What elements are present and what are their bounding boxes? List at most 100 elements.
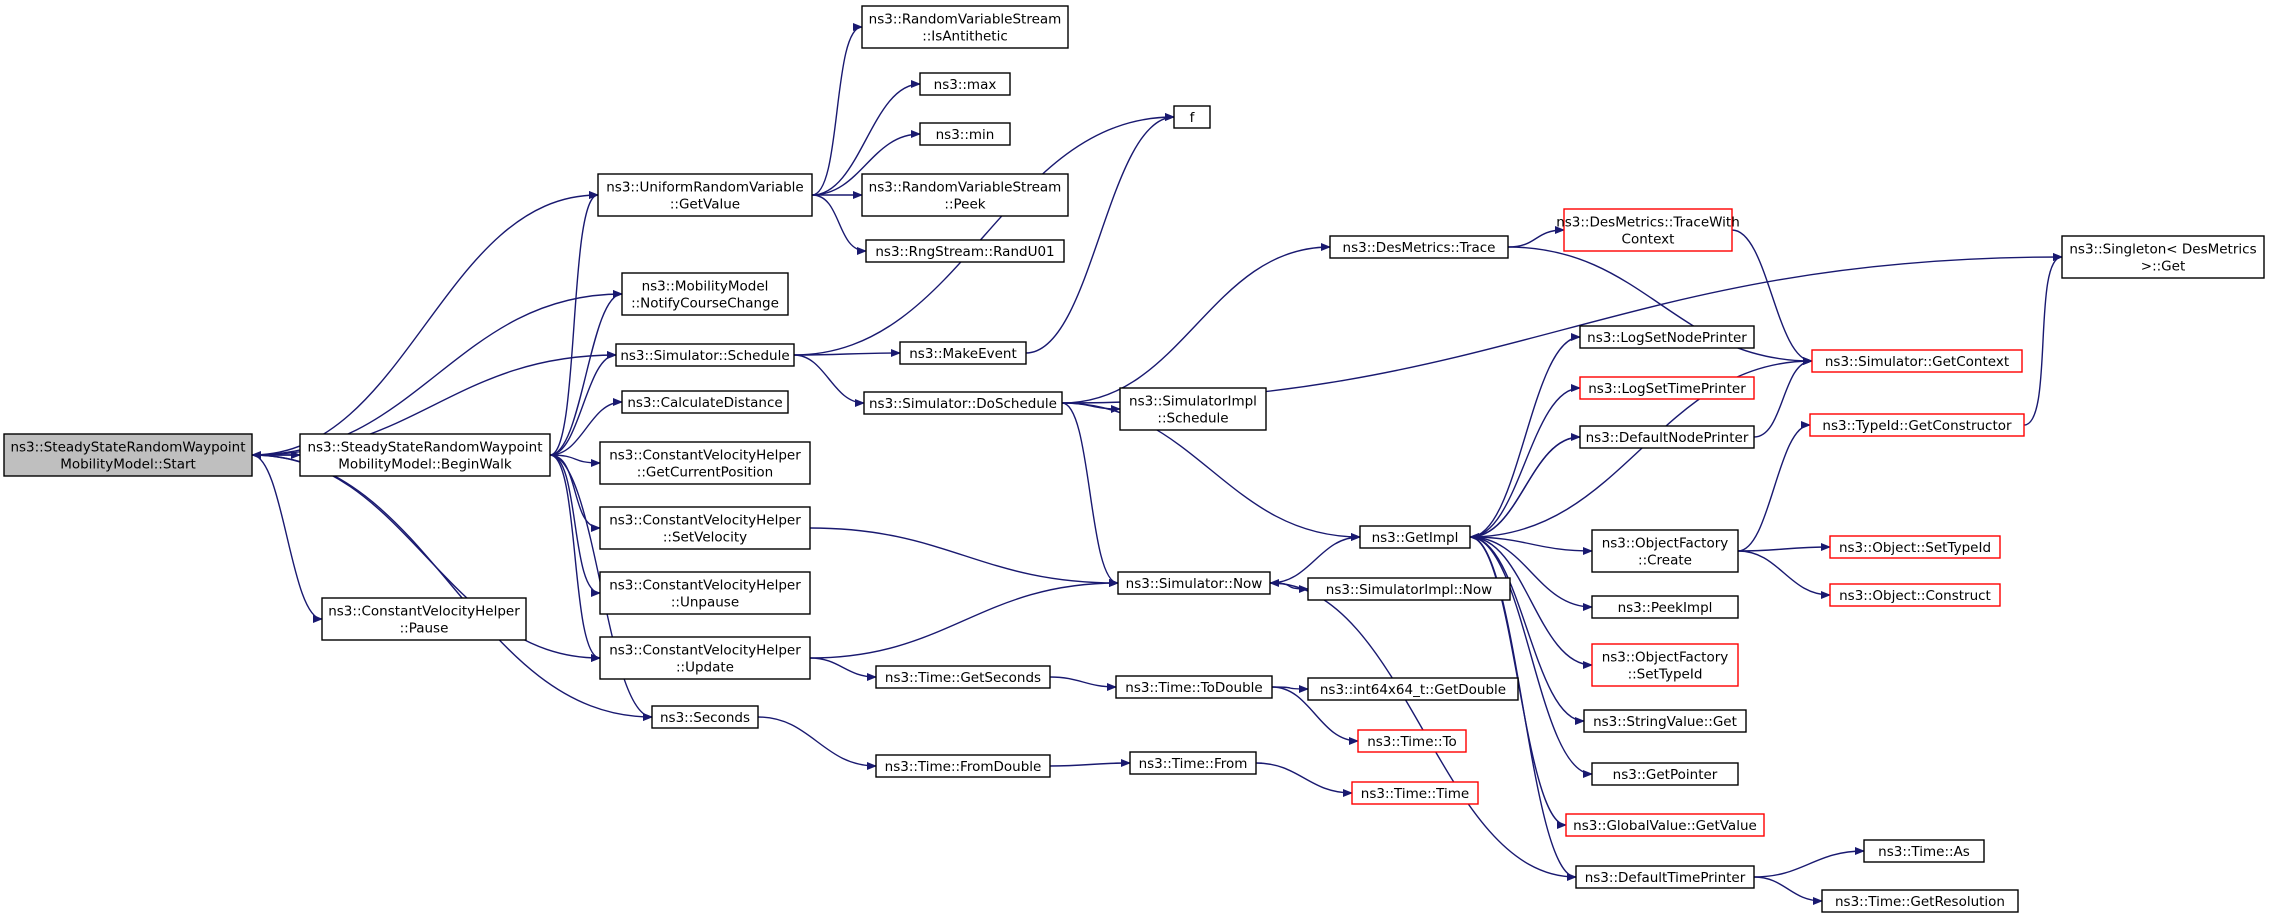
node-min[interactable]: ns3::min bbox=[919, 122, 1011, 146]
call-edge bbox=[1469, 436, 1581, 541]
node-label: ::GetCurrentPosition bbox=[637, 465, 773, 481]
edge-desmtrace-to-getctx bbox=[1507, 246, 1813, 365]
node-getpointer[interactable]: ns3::GetPointer bbox=[1591, 762, 1739, 786]
node-box bbox=[321, 597, 527, 641]
node-label: ns3::CalculateDistance bbox=[627, 395, 782, 411]
node-calcdist[interactable]: ns3::CalculateDistance bbox=[621, 390, 789, 414]
node-getres[interactable]: ns3::Time::GetResolution bbox=[1821, 889, 2019, 913]
node-box bbox=[1575, 865, 1755, 889]
node-label: ns3::Simulator::GetContext bbox=[1825, 354, 2009, 370]
node-peek[interactable]: ns3::RandomVariableStream::Peek bbox=[861, 173, 1069, 217]
node-beginwalk[interactable]: ns3::SteadyStateRandomWaypointMobilityMo… bbox=[299, 433, 551, 477]
node-deftime[interactable]: ns3::DefaultTimePrinter bbox=[1575, 865, 1755, 889]
node-label: ns3::LogSetTimePrinter bbox=[1588, 381, 1746, 397]
node-box bbox=[1809, 413, 2025, 437]
node-simimplnow[interactable]: ns3::SimulatorImpl::Now bbox=[1307, 577, 1511, 601]
node-todouble[interactable]: ns3::Time::ToDouble bbox=[1115, 675, 1273, 699]
node-unpause[interactable]: ns3::ConstantVelocityHelper::Unpause bbox=[599, 571, 811, 615]
node-box bbox=[863, 391, 1063, 415]
node-doschedule[interactable]: ns3::Simulator::DoSchedule bbox=[863, 391, 1063, 415]
node-getcurpos[interactable]: ns3::ConstantVelocityHelper::GetCurrentP… bbox=[599, 441, 811, 485]
node-label: ::Pause bbox=[400, 621, 449, 637]
edge-getimpl-to-lognode bbox=[1469, 333, 1581, 538]
node-label: ns3::MakeEvent bbox=[909, 346, 1017, 362]
node-from[interactable]: ns3::Time::From bbox=[1129, 751, 1257, 775]
node-singleton[interactable]: ns3::Singleton< DesMetrics>::Get bbox=[2061, 235, 2265, 279]
node-box bbox=[1117, 571, 1271, 595]
node-peekimpl[interactable]: ns3::PeekImpl bbox=[1591, 595, 1739, 619]
node-getctx[interactable]: ns3::Simulator::GetContext bbox=[1811, 349, 2023, 373]
node-timeas[interactable]: ns3::Time::As bbox=[1863, 839, 1985, 863]
node-desmtrace[interactable]: ns3::DesMetrics::Trace bbox=[1329, 235, 1509, 259]
edge-uniform-to-max bbox=[811, 80, 921, 196]
node-label: ::SetVelocity bbox=[663, 530, 747, 546]
node-max[interactable]: ns3::max bbox=[919, 72, 1011, 96]
call-edge bbox=[1753, 847, 1865, 878]
node-pause[interactable]: ns3::ConstantVelocityHelper::Pause bbox=[321, 597, 527, 641]
node-getimpl[interactable]: ns3::GetImpl bbox=[1359, 525, 1471, 549]
node-timeto[interactable]: ns3::Time::To bbox=[1357, 729, 1467, 753]
edge-beginwalk-to-update bbox=[549, 454, 601, 662]
edge-simnow-to-getimpl bbox=[1269, 533, 1361, 584]
node-simimplsched[interactable]: ns3::SimulatorImpl::Schedule bbox=[1119, 387, 1267, 431]
node-logtime[interactable]: ns3::LogSetTimePrinter bbox=[1579, 376, 1755, 400]
edge-getimpl-to-getpointer bbox=[1469, 536, 1593, 778]
node-label: ns3::MobilityModel bbox=[642, 279, 769, 295]
node-box bbox=[1821, 889, 2019, 913]
node-box bbox=[875, 665, 1051, 689]
node-simnow[interactable]: ns3::Simulator::Now bbox=[1117, 571, 1271, 595]
node-box bbox=[1359, 525, 1471, 549]
call-edge bbox=[1507, 246, 1813, 365]
edge-desmtrace-to-tracectx bbox=[1507, 226, 1565, 248]
call-edge bbox=[251, 290, 623, 456]
node-box bbox=[865, 239, 1065, 263]
call-edge bbox=[1469, 536, 1593, 669]
node-uniform[interactable]: ns3::UniformRandomVariable::GetValue bbox=[597, 173, 813, 217]
node-label: ns3::PeekImpl bbox=[1618, 600, 1713, 616]
node-start[interactable]: ns3::SteadyStateRandomWaypointMobilityMo… bbox=[3, 433, 253, 477]
node-objsettype[interactable]: ns3::Object::SetTypeId bbox=[1829, 535, 2001, 559]
edge-getimpl-to-deftime bbox=[1469, 536, 1577, 881]
edge-uniform-to-randu01 bbox=[811, 194, 867, 255]
node-getdouble[interactable]: ns3::int64x64_t::GetDouble bbox=[1307, 677, 1519, 701]
node-box bbox=[599, 441, 811, 485]
call-edge bbox=[1061, 243, 1331, 404]
node-lognode[interactable]: ns3::LogSetNodePrinter bbox=[1579, 325, 1755, 349]
node-f[interactable]: f bbox=[1173, 105, 1211, 129]
call-edge bbox=[1025, 113, 1175, 354]
node-notify[interactable]: ns3::MobilityModel::NotifyCourseChange bbox=[621, 272, 789, 316]
node-getctor[interactable]: ns3::TypeId::GetConstructor bbox=[1809, 413, 2025, 437]
edge-setvel-to-simnow bbox=[809, 527, 1119, 587]
node-ofcreate[interactable]: ns3::ObjectFactory::Create bbox=[1591, 529, 1739, 573]
call-edge bbox=[809, 527, 1119, 587]
call-edge bbox=[1469, 536, 1577, 881]
node-label: ns3::ConstantVelocityHelper bbox=[328, 604, 520, 620]
node-update[interactable]: ns3::ConstantVelocityHelper::Update bbox=[599, 636, 811, 680]
call-edge bbox=[1469, 333, 1581, 538]
node-isanti[interactable]: ns3::RandomVariableStream::IsAntithetic bbox=[861, 5, 1069, 49]
node-makeevent[interactable]: ns3::MakeEvent bbox=[899, 341, 1027, 365]
node-setvel[interactable]: ns3::ConstantVelocityHelper::SetVelocity bbox=[599, 506, 811, 550]
call-edge bbox=[1469, 536, 1593, 611]
node-seconds[interactable]: ns3::Seconds bbox=[651, 705, 759, 729]
call-edge bbox=[1255, 762, 1353, 797]
node-fromdouble[interactable]: ns3::Time::FromDouble bbox=[875, 754, 1051, 778]
call-edge bbox=[1753, 876, 1823, 905]
edge-getimpl-to-peekimpl bbox=[1469, 536, 1593, 611]
node-label: ns3::SimulatorImpl::Now bbox=[1326, 582, 1492, 598]
node-randu01[interactable]: ns3::RngStream::RandU01 bbox=[865, 239, 1065, 263]
node-box bbox=[621, 272, 789, 316]
node-strget[interactable]: ns3::StringValue::Get bbox=[1583, 709, 1747, 733]
call-edge bbox=[1731, 229, 1813, 365]
node-timetime[interactable]: ns3::Time::Time bbox=[1351, 781, 1479, 805]
node-ofsettype[interactable]: ns3::ObjectFactory::SetTypeId bbox=[1591, 643, 1739, 687]
node-defnode[interactable]: ns3::DefaultNodePrinter bbox=[1579, 425, 1755, 449]
node-label: ::Schedule bbox=[1157, 411, 1228, 427]
node-box bbox=[299, 433, 551, 477]
node-schedule[interactable]: ns3::Simulator::Schedule bbox=[615, 343, 795, 367]
node-box bbox=[651, 705, 759, 729]
node-objconstruct[interactable]: ns3::Object::Construct bbox=[1829, 583, 2001, 607]
node-getseconds[interactable]: ns3::Time::GetSeconds bbox=[875, 665, 1051, 689]
node-globalget[interactable]: ns3::GlobalValue::GetValue bbox=[1565, 813, 1765, 837]
